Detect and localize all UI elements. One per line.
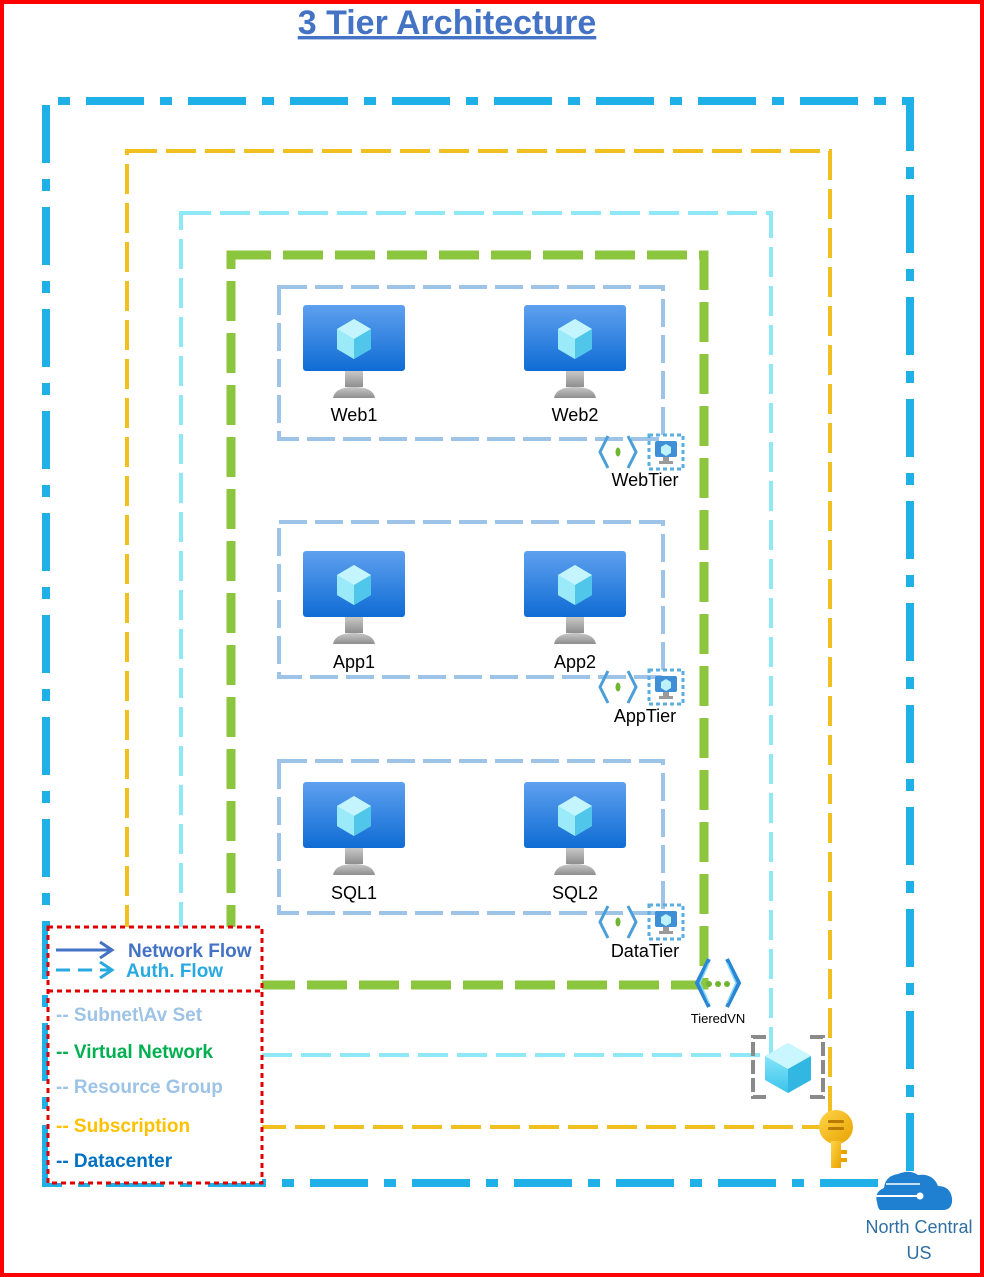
vm-label: App1 xyxy=(333,652,375,672)
subnet-icon xyxy=(598,904,638,940)
subnet-app xyxy=(277,520,665,679)
diagram-title: 3 Tier Architecture xyxy=(298,4,597,42)
virtual-network-boundary xyxy=(226,250,709,990)
region-label-line2: US xyxy=(906,1243,931,1263)
virtual-machine-icon xyxy=(303,782,405,875)
region-label-line1: North Central xyxy=(865,1217,972,1237)
tier-label: AppTier xyxy=(614,706,676,726)
legend-resource-group: -- Resource Group xyxy=(56,1077,223,1098)
vnet-label: TieredVN xyxy=(691,1011,745,1026)
tier-label: DataTier xyxy=(611,941,679,961)
virtual-machine-icon xyxy=(303,551,405,644)
virtual-machine-icon xyxy=(524,551,626,644)
virtual-machine-icon xyxy=(524,305,626,398)
tier-web[interactable]: WebTier xyxy=(598,433,685,490)
subnet-web xyxy=(277,285,665,441)
tier-app[interactable]: AppTier xyxy=(598,668,685,726)
vm-app2[interactable]: App2 xyxy=(524,551,626,672)
vm-sql1[interactable]: SQL1 xyxy=(303,782,405,903)
legend-subscription: -- Subscription xyxy=(56,1116,190,1137)
legend-network-flow: Network Flow xyxy=(56,940,252,962)
subscription-key-icon[interactable] xyxy=(819,1110,853,1168)
vm-sql2[interactable]: SQL2 xyxy=(524,782,626,903)
vm-label: Web2 xyxy=(552,405,599,425)
subnet-data xyxy=(277,759,665,915)
tier-data[interactable]: DataTier xyxy=(598,903,685,961)
virtual-machine-icon xyxy=(524,782,626,875)
virtual-machine-icon xyxy=(303,305,405,398)
vm-label: Web1 xyxy=(331,405,378,425)
tier-label: WebTier xyxy=(611,470,678,490)
resource-group-icon[interactable] xyxy=(751,1035,825,1099)
virtual-network[interactable]: TieredVN xyxy=(691,958,745,1026)
azure-region-cloud-icon xyxy=(876,1171,953,1210)
legend-subnet: -- Subnet\Av Set xyxy=(56,1005,203,1026)
legend-flow-label: Auth. Flow xyxy=(126,961,223,982)
legend-virtual-network: -- Virtual Network xyxy=(56,1042,213,1063)
resource-group-boundary xyxy=(179,211,773,1057)
legend: Network Flow Auth. Flow -- Subnet\Av Set… xyxy=(46,925,264,1185)
legend-datacenter: -- Datacenter xyxy=(56,1151,173,1172)
legend-auth-flow: Auth. Flow xyxy=(56,960,223,982)
vm-label: App2 xyxy=(554,652,596,672)
datacenter-boundary xyxy=(42,97,914,1187)
vm-app1[interactable]: App1 xyxy=(303,551,405,672)
virtual-network-icon xyxy=(694,958,742,1008)
vm-label: SQL1 xyxy=(331,883,377,903)
availability-set-icon xyxy=(647,903,685,941)
legend-flow-label: Network Flow xyxy=(128,941,252,962)
region[interactable]: North Central US xyxy=(865,1171,973,1263)
subscription-boundary xyxy=(125,149,832,1129)
vm-web2[interactable]: Web2 xyxy=(524,305,626,425)
vm-web1[interactable]: Web1 xyxy=(303,305,405,425)
vm-label: SQL2 xyxy=(552,883,598,903)
